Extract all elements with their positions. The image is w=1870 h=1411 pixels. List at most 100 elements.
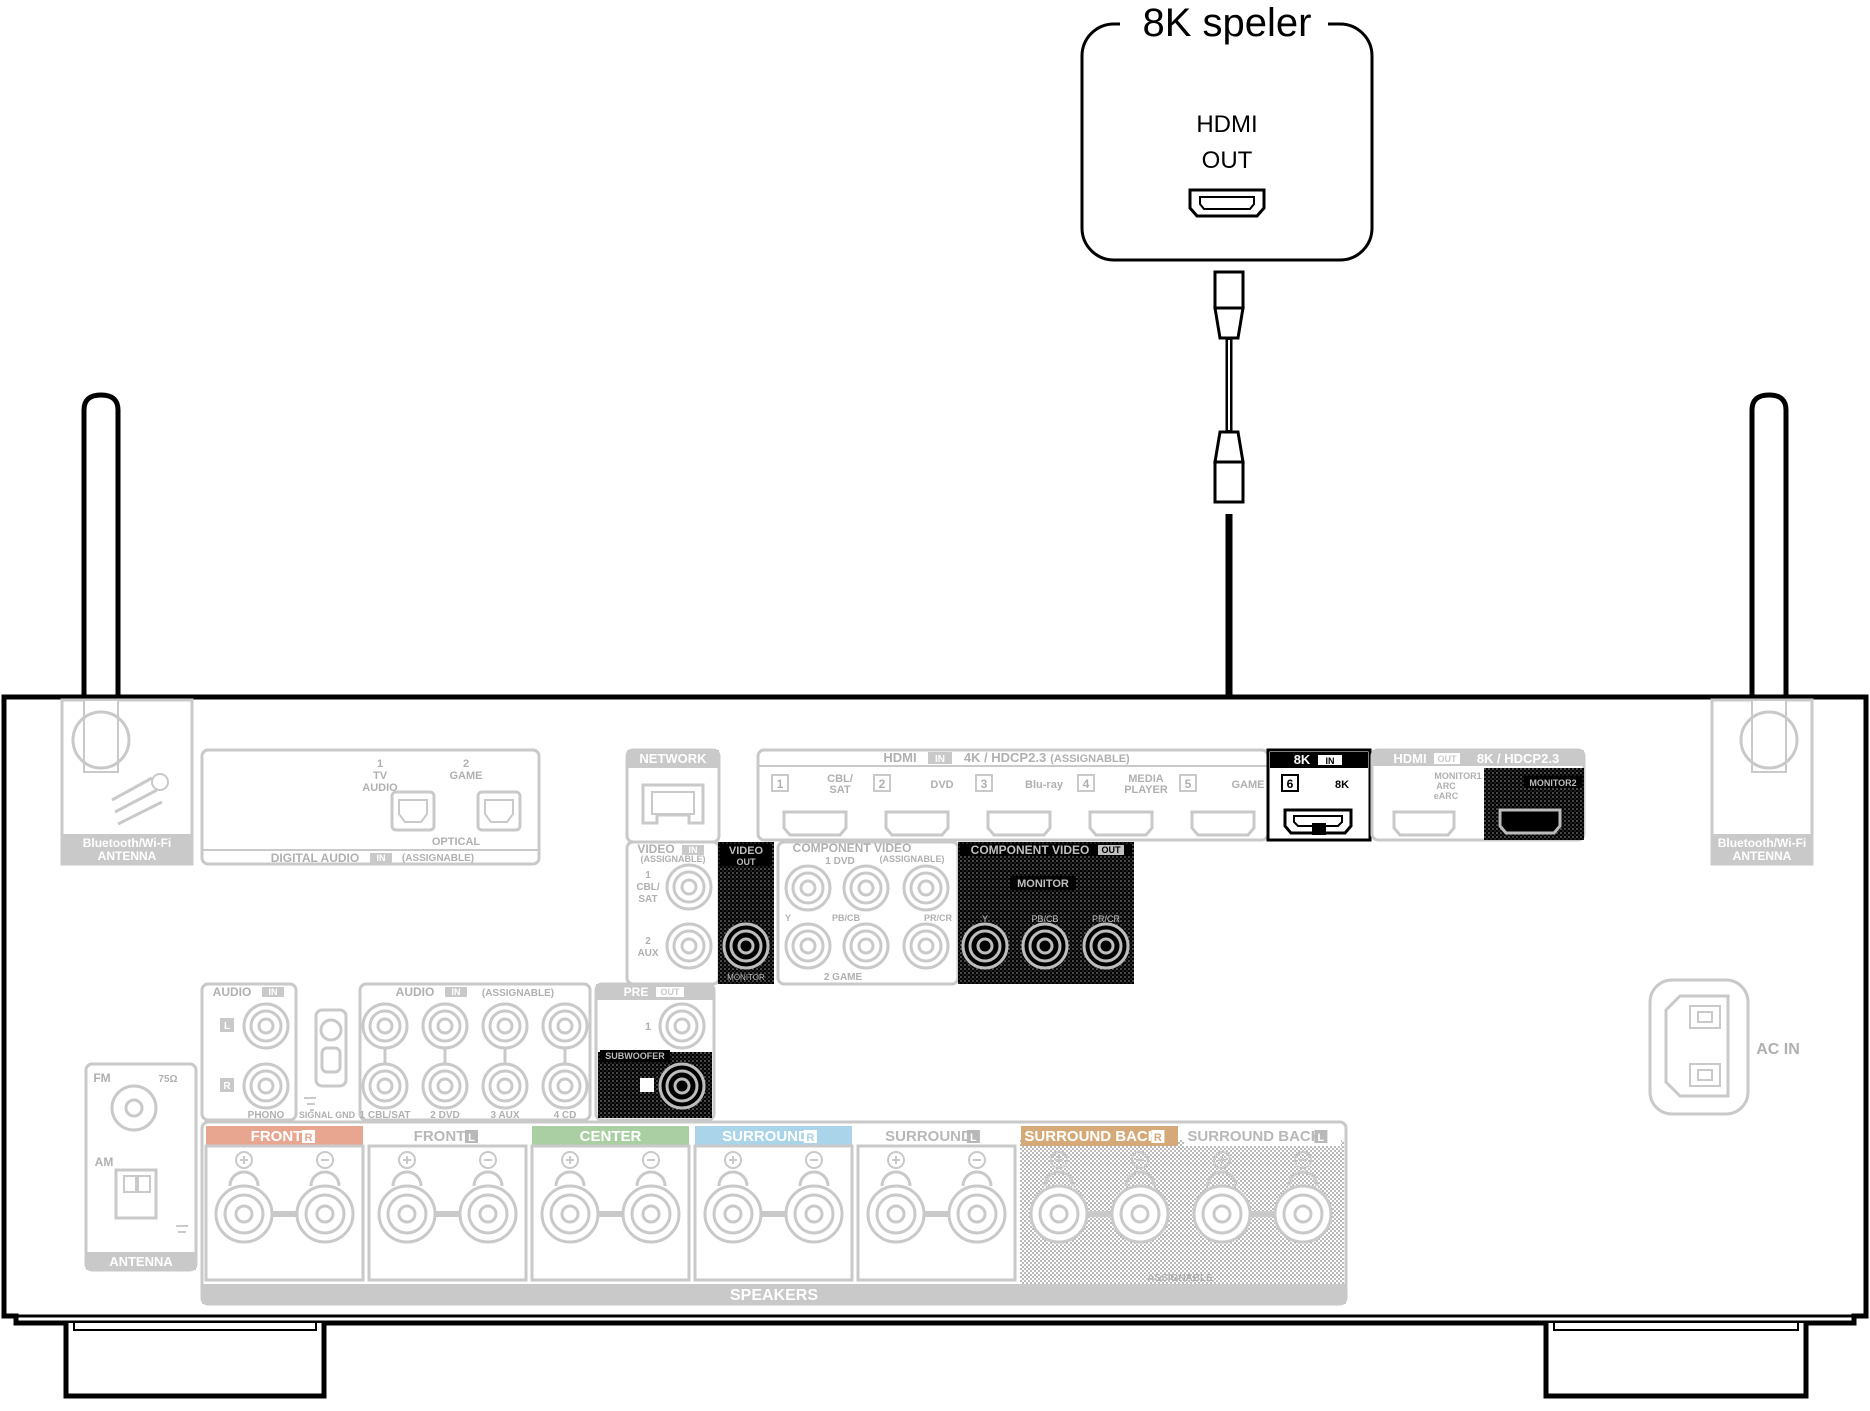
optical-1-name-2: AUDIO (362, 782, 398, 794)
hdmi-out-monitor1: MONITOR1 (1434, 771, 1481, 781)
digital-audio-title: DIGITAL AUDIO (271, 851, 359, 865)
video-out-badge: OUT (737, 857, 757, 867)
antenna-title: ANTENNA (109, 1254, 173, 1269)
speaker-channel-side: L (468, 1132, 475, 1144)
audio-in-label: 1 CBL/SAT (360, 1110, 411, 1121)
hdmi-8k-num: 6 (1287, 777, 1294, 791)
hdmi-input-3: 3 Blu-ray (975, 774, 1064, 837)
digital-audio-assignable: (ASSIGNABLE) (402, 853, 474, 864)
video-in-2: AUX (637, 948, 658, 959)
hdmi-8k-badge: IN (1326, 756, 1335, 766)
signal-gnd: SIGNAL GND (299, 1008, 356, 1120)
hdmi-port-icon (884, 810, 950, 837)
rca-jack (722, 922, 770, 970)
hdmi-port-icon (782, 810, 848, 837)
speaker-channel-side: L (1318, 1132, 1325, 1144)
digital-audio-panel: 1 TV AUDIO 2 GAME OPTICAL DIGITAL AUDIO … (200, 748, 541, 866)
component-out-y: Y (982, 914, 988, 924)
speakers-assignable: ASSIGNABLE (1147, 1273, 1213, 1284)
ac-in: AC IN (1648, 978, 1800, 1116)
rca-jack (242, 1002, 290, 1050)
component-in-src2: 2 GAME (824, 972, 863, 983)
speaker-channel-label: FRONT (414, 1128, 466, 1145)
rca-jack (1021, 922, 1069, 970)
hdmi-out-badge: OUT (1438, 754, 1458, 764)
pre-out-badge: OUT (661, 987, 681, 997)
speaker-channel-label: SURROUND BACK (1024, 1128, 1158, 1145)
speaker-channel-label: SURROUND (885, 1128, 972, 1145)
hdmi-out-panel: HDMI OUT 8K / HDCP2.3 MONITOR1 ARC eARC … (1370, 748, 1586, 842)
pre-out-subwoofer: SUBWOOFER (605, 1051, 665, 1061)
hdmi-in-assignable: (ASSIGNABLE) (1050, 753, 1130, 765)
component-out-panel: COMPONENT VIDEO OUT MONITOR Y PB/CB PR/C… (958, 842, 1134, 984)
fm-am-antenna: FM 75Ω AM ANTENNA (84, 1062, 198, 1272)
hdmi-input-num: 1 (777, 777, 784, 791)
am-label: AM (95, 1155, 114, 1169)
hdmi-input-num: 5 (1185, 777, 1192, 791)
speaker-channel-label: FRONT (251, 1128, 303, 1145)
hdmi-in-title: HDMI (883, 750, 916, 765)
speakers-title: SPEAKERS (730, 1287, 818, 1304)
hdmi-port-icon (1088, 810, 1154, 837)
video-in-assignable: (ASSIGNABLE) (641, 854, 706, 864)
component-in-assignable: (ASSIGNABLE) (880, 854, 945, 864)
rca-jack (481, 1062, 529, 1110)
antenna-base-left: Bluetooth/Wi-Fi ANTENNA (60, 698, 194, 866)
rca-jack (784, 864, 832, 912)
svg-text:2: 2 (463, 758, 469, 770)
digital-audio-in-badge: IN (377, 853, 386, 863)
rca-jack (1082, 922, 1130, 970)
speaker-channel-side: R (1154, 1132, 1162, 1144)
rca-jack (541, 1002, 589, 1050)
fm-label: FM (93, 1071, 110, 1085)
svg-text:1: 1 (645, 870, 651, 881)
component-out-pr: PR/CR (1092, 914, 1121, 924)
pre-out-1: 1 (645, 1021, 651, 1033)
antenna-left-label: Bluetooth/Wi-Fi (83, 836, 172, 850)
hdmi-in-badge: IN (935, 754, 945, 765)
video-in-title: VIDEO (637, 842, 674, 856)
rca-jack (902, 922, 950, 970)
hdmi-port-icon (1190, 810, 1256, 837)
speaker-channel-side: R (305, 1132, 313, 1144)
phono-l: L (224, 1021, 230, 1032)
video-in-badge: IN (689, 845, 698, 855)
rca-jack (481, 1002, 529, 1050)
hdmi-input-num: 3 (981, 777, 988, 791)
hdmi-8k-input: 8K IN 6 8K (1266, 748, 1372, 842)
phono-badge: IN (269, 987, 278, 997)
rca-jack (361, 1062, 409, 1110)
component-out-badge: OUT (1102, 845, 1122, 855)
hdmi-input-name: Blu-ray (1025, 779, 1064, 791)
ac-in-label: AC IN (1756, 1041, 1800, 1058)
rca-jack (361, 1002, 409, 1050)
hdmi-out-arc: ARC (1436, 781, 1456, 791)
svg-text:2: 2 (645, 936, 651, 947)
rca-jack (658, 1062, 706, 1110)
rca-jack (541, 1062, 589, 1110)
phono-r: R (223, 1081, 231, 1092)
pre-out-panel: PRE OUT 1 SUBWOOFER (594, 982, 716, 1122)
component-in-src1: 1 DVD (825, 856, 854, 867)
phono-label: PHONO (248, 1110, 285, 1121)
hdmi-input-num: 4 (1083, 777, 1090, 791)
hdmi-8k-title: 8K (1294, 752, 1311, 767)
pre-out-title: PRE (624, 985, 649, 999)
player-title: 8K speler (1143, 1, 1312, 45)
player-port-label-2: OUT (1202, 147, 1253, 174)
video-in-1b: SAT (638, 894, 657, 905)
player-port-label: HDMI (1196, 111, 1257, 138)
phono-panel: AUDIO IN L R PHONO (200, 982, 298, 1122)
